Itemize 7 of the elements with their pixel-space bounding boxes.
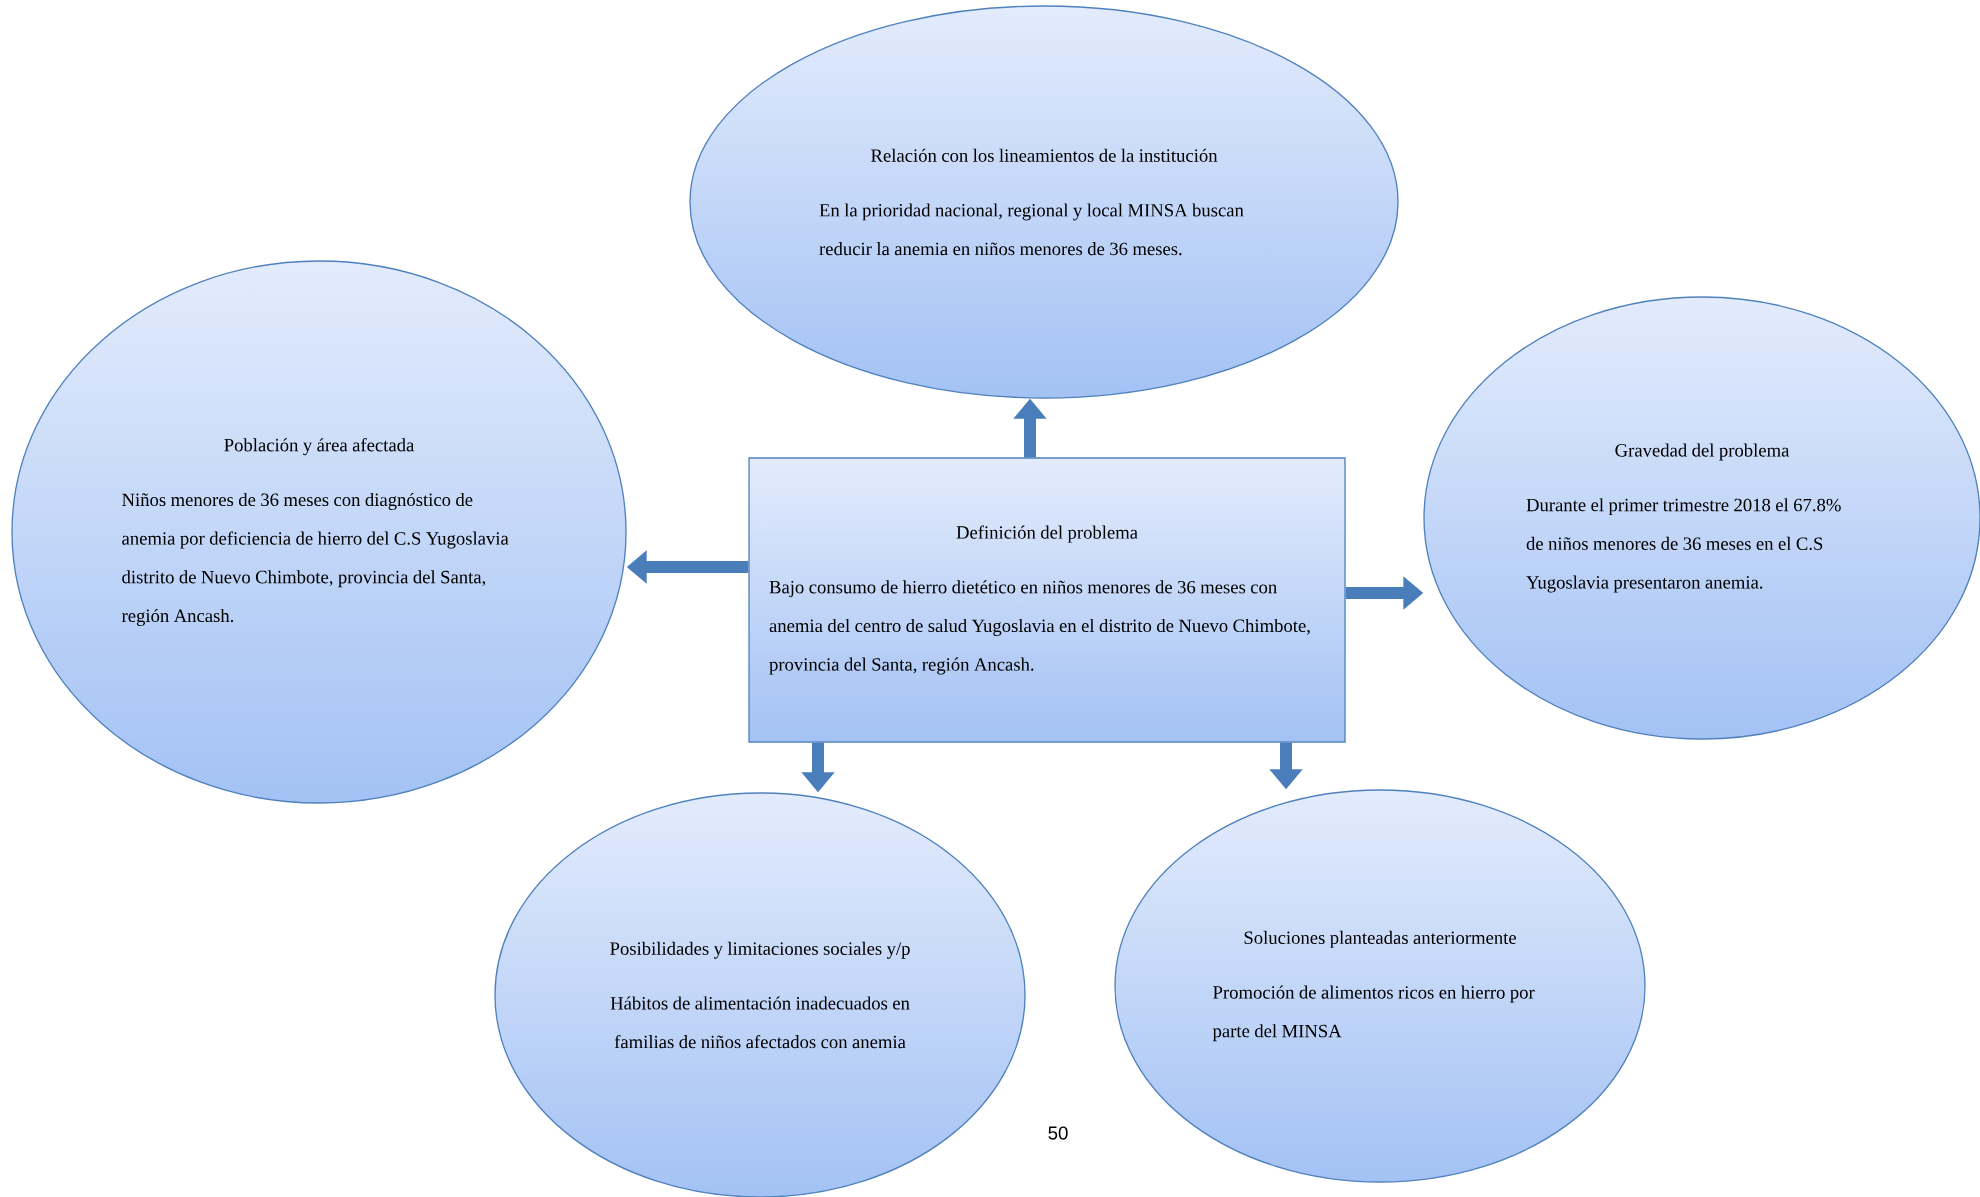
- page-number: 50: [1048, 1126, 1068, 1140]
- oval-bubble: Población y área afectada Niños menores de 36 meses con diagnóstico de anemia por deficiencia de hierro del C.S Yugoslavia distrito de Nuevo Chimbote, provincia del Santa, región Ancash.: [11, 260, 627, 804]
- oval-bubble: Soluciones planteadas anteriormente Promoción de alimentos ricos en hierro por parte del MINSA: [1114, 789, 1646, 1183]
- problem-box: Definición del problema Bajo consumo de hierro dietético en niños menores de 36 meses con anemia del centro de salud Yugoslavia en el distrito de Nuevo Chimbote, provincia del Santa, región Ancash.: [748, 457, 1346, 743]
- oval-bubble: Posibilidades y limitaciones sociales y/p Hábitos de alimentación inadecuados en familias de niños afectados con anemia: [494, 792, 1026, 1197]
- oval-bubble: Relación con los lineamientos de la institución En la prioridad nacional, regional y local MINSA buscan reducir la anemia en niños menores de 36 meses.: [689, 5, 1399, 399]
- oval-bubble: Gravedad del problema Durante el primer trimestre 2018 el 67.8% de niños menores de 36 meses en el C.S Yugoslavia presentaron anemia.: [1423, 296, 1980, 740]
